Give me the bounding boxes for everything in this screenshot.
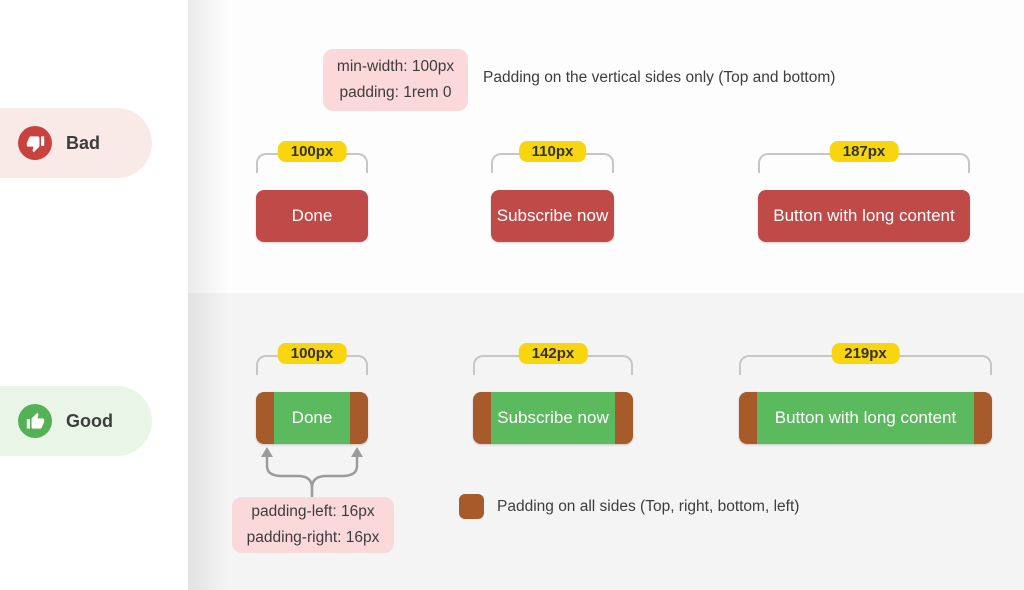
measured-button-group: 110px Subscribe now <box>491 141 614 242</box>
bad-label-pill: Bad <box>0 108 152 178</box>
bad-label: Bad <box>66 132 101 153</box>
bad-button-long-content[interactable]: Button with long content <box>758 190 970 242</box>
left-panel: Bad Good <box>0 0 188 590</box>
width-badge: 100px <box>277 343 347 364</box>
good-button-subscribe-now[interactable]: Subscribe now <box>473 392 633 444</box>
good-button-long-content[interactable]: Button with long content <box>739 392 992 444</box>
measured-button-group: 100px Done <box>256 141 368 242</box>
snippet-line: padding-right: 16px <box>246 529 380 546</box>
good-label-pill: Good <box>0 386 152 456</box>
measured-button-group: 187px Button with long content <box>758 141 970 242</box>
padding-legend-label: Padding on all sides (Top, right, bottom… <box>497 498 800 515</box>
css-snippet-horizontal-padding: padding-left: 16px padding-right: 16px <box>232 497 394 553</box>
good-button-done[interactable]: Done <box>256 392 368 444</box>
measured-button-group: 142px Subscribe now <box>473 343 633 444</box>
good-button-content: Subscribe now <box>491 392 615 444</box>
bad-button-subscribe-now[interactable]: Subscribe now <box>491 190 614 242</box>
snippet-line: min-width: 100px <box>336 58 455 75</box>
good-label: Good <box>66 410 113 431</box>
padding-arrows <box>261 447 363 498</box>
width-badge: 110px <box>518 141 587 162</box>
snippet-line: padding: 1rem 0 <box>339 84 452 101</box>
width-badge: 187px <box>829 141 899 162</box>
snippet-line: padding-left: 16px <box>251 503 375 520</box>
bad-section-caption: Padding on the vertical sides only (Top … <box>483 69 836 86</box>
padding-legend-swatch <box>459 494 484 519</box>
width-badge: 100px <box>277 141 347 162</box>
thumbs-down-icon <box>18 126 52 160</box>
width-badge: 219px <box>831 343 900 364</box>
css-snippet-vertical-padding: min-width: 100px padding: 1rem 0 <box>323 49 468 111</box>
panel-edge-shadow <box>188 0 228 590</box>
measured-button-group: 100px Done <box>256 343 368 444</box>
bad-button-done[interactable]: Done <box>256 190 368 242</box>
good-button-content: Done <box>274 392 350 444</box>
good-button-content: Button with long content <box>757 392 974 444</box>
thumbs-up-icon <box>18 404 52 438</box>
width-badge: 142px <box>518 343 588 364</box>
measured-button-group: 219px Button with long content <box>739 343 992 444</box>
